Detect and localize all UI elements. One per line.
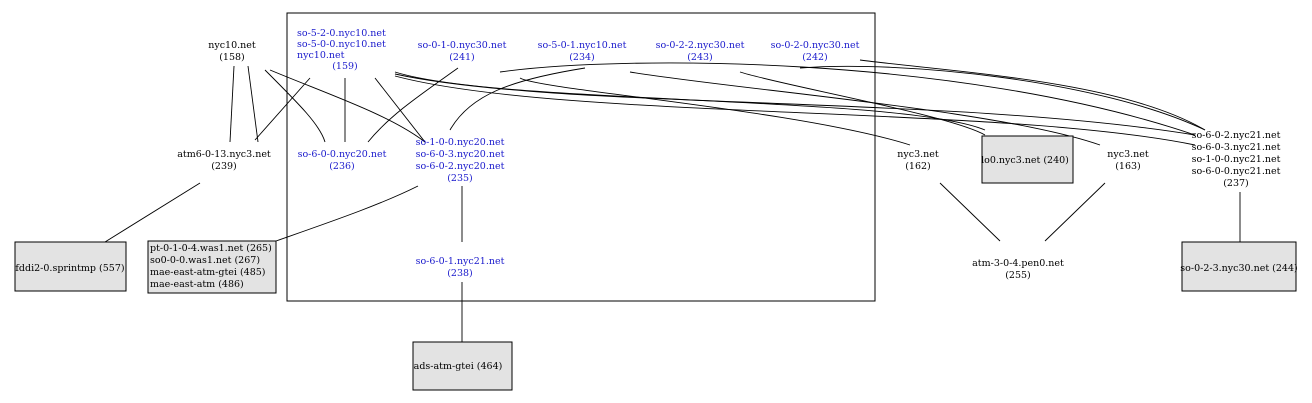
edge [739, 71, 986, 136]
node-label-nyc3-163: nyc3.net [1107, 149, 1149, 160]
box-was1 [147, 240, 277, 294]
edge [275, 185, 419, 242]
node-label-ads-atm: ads-atm-gtei (464) [414, 361, 503, 372]
node-label-was1-box: mae-east-atm (486) [150, 279, 244, 290]
edge [254, 77, 311, 141]
node-label-so-nyc10-234: (234) [569, 52, 595, 63]
node-label-so-nyc20-235: so-6-0-3.nyc20.net [416, 149, 505, 160]
node-label-so-nyc20-236: (236) [329, 161, 355, 172]
node-label-so-nyc21-238: (238) [447, 268, 473, 279]
node-label-so-nyc20-235: (235) [447, 173, 473, 184]
edge [367, 67, 459, 143]
node-label-so-nyc21-237: so-6-0-0.nyc21.net [1192, 166, 1281, 177]
edge [269, 69, 426, 143]
node-label-so-nyc21-237: (237) [1223, 178, 1249, 189]
box-lo0-nyc3 [981, 135, 1074, 184]
node-labels: nyc10.net(158)atm6-0-13.nyc3.net(239)fdd… [15, 28, 1297, 372]
cluster-boundary [286, 12, 876, 302]
node-label-so-nyc10-159: nyc10.net [297, 50, 345, 61]
edge [247, 65, 259, 143]
node-label-so-nyc20-235: so-6-0-2.nyc20.net [416, 161, 505, 172]
node-label-so-nyc21-237: so-1-0-0.nyc21.net [1192, 154, 1281, 165]
node-label-so-nyc30-241: so-0-1-0.nyc30.net [418, 40, 507, 51]
node-label-fddi-sprintmp: fddi2-0.sprintmp (557) [15, 263, 124, 274]
edge [499, 62, 1196, 136]
node-label-nyc3-162: (162) [905, 161, 931, 172]
boxes [14, 135, 1297, 391]
node-label-nyc3-162: nyc3.net [897, 149, 939, 160]
edge [1044, 182, 1106, 242]
node-label-so-nyc30-242: so-0-2-0.nyc30.net [771, 40, 860, 51]
edge [229, 65, 235, 143]
edge [519, 77, 911, 146]
node-label-so-nyc20-235: so-1-0-0.nyc20.net [416, 137, 505, 148]
edge [939, 182, 1001, 242]
node-label-so-nyc10-159: (159) [332, 61, 358, 72]
edge [264, 69, 326, 143]
node-label-was1-box: so0-0-0.was1.net (267) [150, 255, 260, 266]
node-label-so-nyc30-243: so-0-2-2.nyc30.net [656, 40, 745, 51]
node-label-so-nyc30-243: (243) [687, 52, 713, 63]
node-label-nyc3-163: (163) [1115, 161, 1141, 172]
node-label-lo0-nyc3: lo0.nyc3.net (240) [981, 155, 1069, 166]
node-label-so-nyc21-237: so-6-0-3.nyc21.net [1192, 142, 1281, 153]
node-label-atm-pen0: atm-3-0-4.pen0.net [972, 258, 1064, 269]
box-fddi-sprintmp [14, 241, 127, 292]
node-label-so-nyc30-242: (242) [802, 52, 828, 63]
box-so-nyc30-244 [1181, 241, 1297, 292]
edge [374, 77, 426, 143]
edge [859, 59, 1206, 131]
node-label-so-nyc21-238: so-6-0-1.nyc21.net [416, 256, 505, 267]
node-label-so-nyc10-159: so-5-0-0.nyc10.net [297, 39, 386, 50]
node-label-so-nyc10-234: so-5-0-1.nyc10.net [538, 40, 627, 51]
edge [449, 67, 586, 131]
node-label-nyc10: (158) [219, 52, 245, 63]
node-label-so-nyc30-241: (241) [449, 52, 475, 63]
node-label-was1-box: pt-0-1-0-4.was1.net (265) [150, 243, 272, 254]
node-label-so-nyc20-236: so-6-0-0.nyc20.net [298, 149, 387, 160]
edge [394, 75, 1196, 146]
node-label-so-nyc21-237: so-6-0-2.nyc21.net [1192, 130, 1281, 141]
node-label-nyc10: nyc10.net [208, 40, 256, 51]
edge [799, 65, 1206, 131]
node-label-was1-box: mae-east-atm-gtei (485) [150, 267, 266, 278]
edges [104, 59, 1241, 342]
node-label-atm-pen0: (255) [1005, 270, 1031, 281]
edge [394, 73, 1196, 136]
node-label-so-nyc30-244: so-0-2-3.nyc30.net (244) [1180, 263, 1297, 274]
node-label-so-nyc10-159: so-5-2-0.nyc10.net [297, 28, 386, 39]
node-label-atm6-nyc3: (239) [211, 161, 237, 172]
box-ads-atm [412, 341, 513, 391]
edge [104, 182, 201, 243]
node-label-atm6-nyc3: atm6-0-13.nyc3.net [177, 149, 271, 160]
